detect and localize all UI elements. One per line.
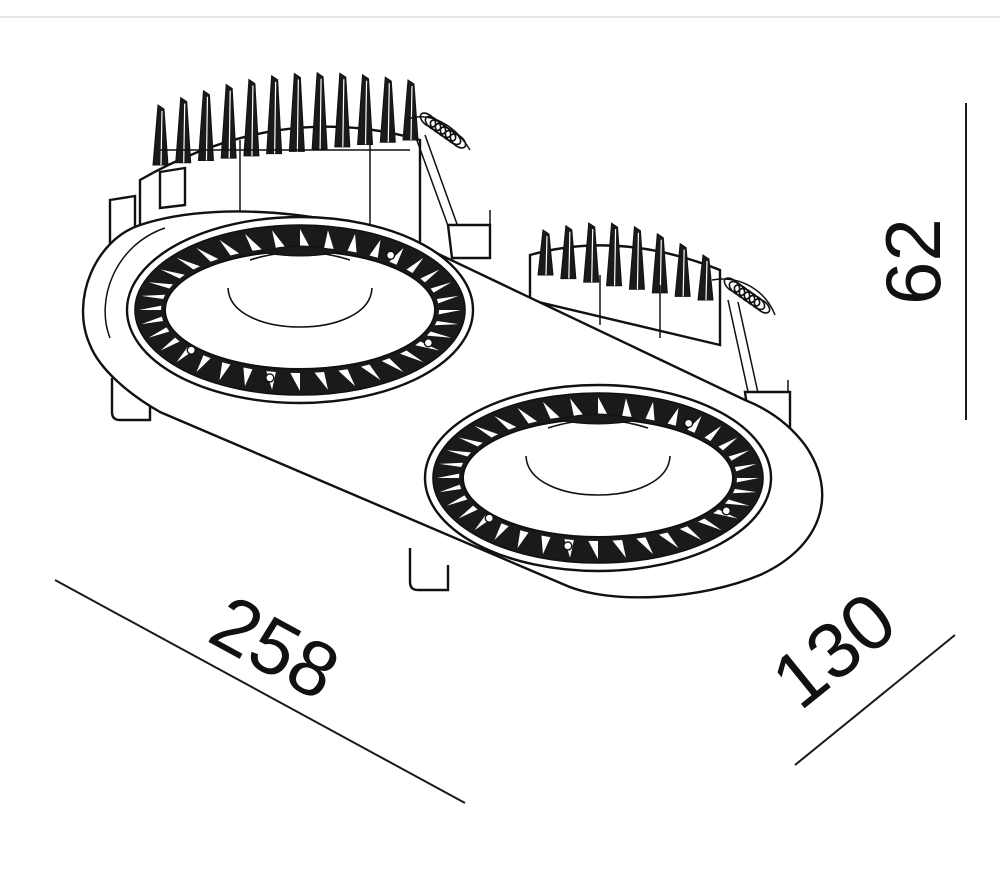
dimension-height: 62 xyxy=(869,103,967,420)
mounting-tab-left xyxy=(110,378,152,422)
length-label: 258 xyxy=(197,578,353,717)
dimension-width: 130 xyxy=(755,575,956,766)
dimension-length: 258 xyxy=(54,578,466,804)
heatsink-fins-right xyxy=(537,222,714,301)
spring-clip-left xyxy=(404,112,492,260)
heatsink-right xyxy=(528,222,722,347)
lens-module-right xyxy=(423,383,773,573)
mounting-tab-bottom xyxy=(408,548,450,592)
lens-module-left xyxy=(125,215,475,405)
width-label: 130 xyxy=(755,575,912,725)
height-label: 62 xyxy=(869,218,957,305)
